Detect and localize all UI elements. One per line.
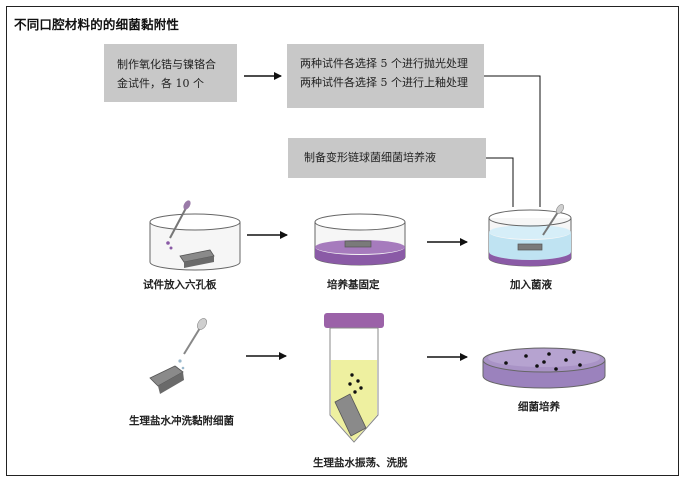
- step3-specimen: [517, 243, 543, 251]
- step1-label: 试件放入六孔板: [143, 279, 217, 291]
- figure-frame: [6, 6, 679, 476]
- step5-tube-icon: [324, 313, 384, 443]
- step3-well-icon: [488, 204, 572, 267]
- step6-label: 细菌培养: [518, 401, 560, 413]
- step1-dropper: [169, 207, 187, 239]
- figure-title: 不同口腔材料的的细菌黏附性: [14, 17, 180, 32]
- step3-label: 加入菌液: [510, 279, 552, 291]
- treatment-line-2: 两种试件各选择 5 个进行上釉处理: [300, 76, 468, 89]
- treatment-line-1: 两种试件各选择 5 个进行抛光处理: [300, 57, 468, 70]
- prep-specimens-box: 制作氧化锆与镍铬合 金试件，各 10 个: [104, 44, 237, 102]
- step5-specimen: [334, 393, 367, 437]
- step1-well-icon: [149, 200, 241, 271]
- step3-dropper: [542, 211, 559, 236]
- connector-treatment-to-dish: [484, 75, 541, 207]
- bacteria-prep-box: 制备变形链球菌细菌培养液: [288, 138, 486, 178]
- prep-specimens-line-1: 制作氧化锆与镍铬合: [117, 58, 216, 71]
- treatment-box: 两种试件各选择 5 个进行抛光处理 两种试件各选择 5 个进行上釉处理: [287, 44, 484, 108]
- step4-rinse-icon: [149, 318, 207, 394]
- prep-specimens-line-2: 金试件，各 10 个: [117, 77, 204, 90]
- step2-specimen: [344, 240, 372, 248]
- tube-cap: [324, 313, 384, 328]
- step2-well-icon: [314, 213, 406, 266]
- step6-dish-icon: [482, 347, 606, 389]
- connector-bacteria-to-dish: [486, 157, 514, 207]
- step5-label: 生理盐水振荡、洗脱: [313, 457, 408, 469]
- step4-label: 生理盐水冲洗黏附细菌: [129, 415, 234, 427]
- bacteria-prep-text: 制备变形链球菌细菌培养液: [304, 151, 436, 164]
- step2-label: 培养基固定: [327, 279, 380, 291]
